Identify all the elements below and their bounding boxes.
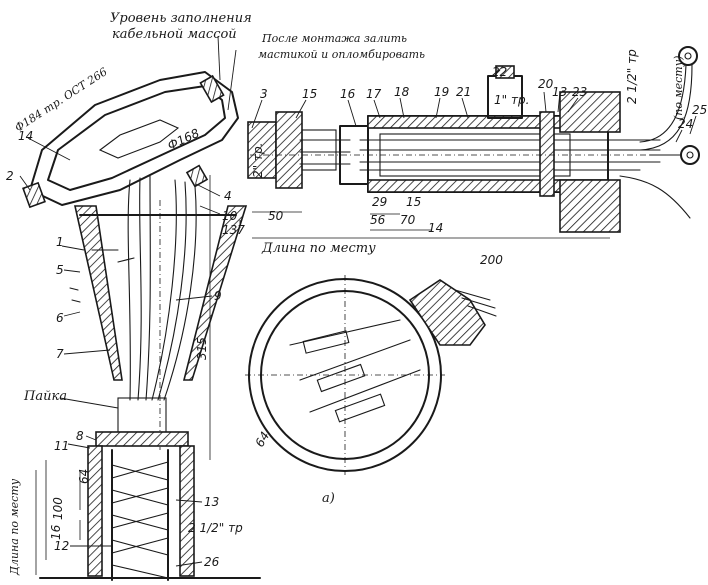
length-on-site-vertical-note: Длина по месту	[8, 478, 21, 576]
dim-70: 70	[400, 213, 416, 227]
callout-24: 24	[678, 117, 693, 131]
dim-315: 315	[195, 337, 209, 360]
callout-1: 1	[56, 235, 64, 249]
dimension-lines	[35, 175, 610, 575]
sleeve-cover	[22, 71, 239, 209]
view-a	[245, 275, 497, 475]
callout-13-top: 13	[552, 85, 567, 99]
callout-21: 21	[456, 85, 471, 99]
callout-8: 8	[76, 429, 84, 443]
dim-56: 56	[370, 213, 386, 227]
dim-100: 100	[51, 497, 65, 520]
dim-pipe-1in: 1" тр.	[494, 93, 529, 107]
leader-lines	[19, 35, 697, 567]
dim-pipe-2half-bottom: 2 1/2" тр	[188, 521, 243, 535]
callout-23: 23	[572, 85, 587, 99]
callout-13: 13	[204, 495, 219, 509]
callout-3: 3	[260, 87, 268, 101]
horizontal-branch	[247, 65, 661, 233]
sleeve-body	[69, 175, 248, 450]
dim-137: 137	[222, 223, 245, 237]
on-site-paren-note: (по месту)	[672, 56, 685, 120]
dim-dia-184: Ф184 тр. ОСТ 266	[13, 65, 110, 134]
dim-pipe-2in: 2" тр.	[251, 143, 265, 178]
callout-12: 12	[54, 539, 69, 553]
dim-14: 14	[428, 221, 443, 235]
callout-25: 25	[692, 103, 707, 117]
dim-200: 200	[480, 253, 503, 267]
callout-6: 6	[56, 311, 64, 325]
callout-22: 22	[492, 65, 507, 79]
fill-level-note-line2: кабельной массой	[112, 27, 237, 42]
dim-50: 50	[268, 209, 284, 223]
dim-64-vertical: 64	[77, 469, 91, 484]
callout-4: 4	[224, 189, 232, 203]
dim-16: 16	[49, 524, 63, 540]
dim-dia-168: Ф168	[165, 126, 201, 153]
right-cables	[619, 46, 700, 219]
callout-20: 20	[538, 77, 554, 91]
dim-15: 15	[406, 195, 421, 209]
callout-11: 11	[54, 439, 69, 453]
callout-2: 2	[6, 169, 14, 183]
callout-16: 16	[340, 87, 356, 101]
dim-pipe-2half-top: 2 1/2" тр	[625, 49, 639, 104]
after-install-note-line1: После монтажа залить	[261, 32, 407, 45]
dim-64-view: 64	[252, 429, 272, 449]
length-on-site-note: Длина по месту	[261, 241, 376, 256]
callout-5: 5	[56, 263, 64, 277]
callout-15: 15	[302, 87, 317, 101]
solder-note: Пайка	[23, 389, 67, 404]
callout-17: 17	[366, 87, 382, 101]
callout-18: 18	[394, 85, 410, 99]
fill-level-note-line1: Уровень заполнения	[110, 11, 252, 26]
dim-29: 29	[372, 195, 387, 209]
bottom-pipe	[39, 445, 261, 581]
view-a-label: а)	[322, 491, 335, 506]
callout-10: 10	[222, 209, 238, 223]
callout-19: 19	[434, 85, 449, 99]
callout-7: 7	[56, 347, 64, 361]
callout-14: 14	[18, 129, 33, 143]
after-install-note-line2: мастикой и опломбировать	[258, 48, 425, 61]
callout-26: 26	[204, 555, 220, 569]
callout-9: 9	[214, 289, 222, 303]
